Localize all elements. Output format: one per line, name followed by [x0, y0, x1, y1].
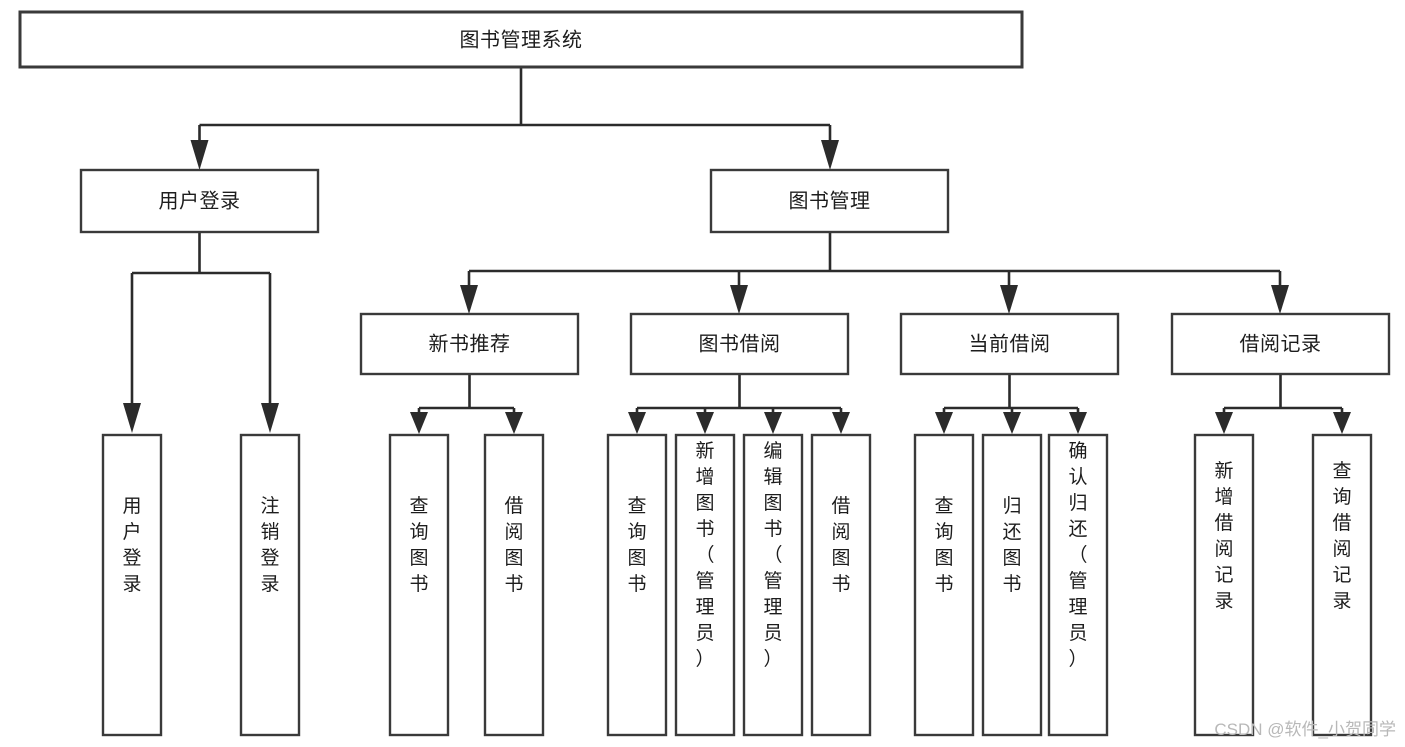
leaf-query-book-2[interactable]: 查询图书	[606, 433, 668, 737]
leaf-add-record-box[interactable]	[1193, 433, 1255, 737]
leaf-edit-book-label: 编辑图书（管理员）	[763, 440, 782, 670]
arrow-head-leaf-add-book	[696, 412, 714, 434]
leaf-borrow-book-2-box[interactable]	[810, 433, 872, 737]
leaf-borrow-book-1-box[interactable]	[483, 433, 545, 737]
node-user-login-label: 用户登录	[159, 189, 241, 212]
node-current-borrow[interactable]: 当前借阅	[899, 312, 1120, 376]
leaf-borrow-book-1-label: 借阅图书	[504, 495, 523, 595]
node-current-borrow-box[interactable]	[899, 312, 1120, 376]
leaf-query-book-3[interactable]: 查询图书	[913, 433, 975, 737]
leaf-return-book-label: 归还图书	[1002, 495, 1021, 595]
leaf-borrow-book-1[interactable]: 借阅图书	[483, 433, 545, 737]
node-new-book-recommend[interactable]: 新书推荐	[359, 312, 580, 376]
node-book-borrow-box[interactable]	[629, 312, 850, 376]
arrow-head-leaf-query-book-3	[935, 412, 953, 434]
leaf-query-record-box[interactable]	[1311, 433, 1373, 737]
node-user-login[interactable]: 用户登录	[79, 168, 320, 234]
arrow-head-book-borrow	[730, 285, 748, 314]
leaf-add-record[interactable]: 新增借阅记录	[1193, 433, 1255, 737]
node-new-book-recommend-box[interactable]	[359, 312, 580, 376]
leaf-confirm-return[interactable]: 确认归还（管理员）	[1047, 433, 1109, 737]
leaf-user-login-label: 用户登录	[122, 496, 141, 595]
leaf-edit-book-box[interactable]	[742, 433, 804, 737]
arrow-head-leaf-confirm-return	[1069, 412, 1087, 434]
arrow-head-leaf-edit-book	[764, 412, 782, 434]
node-borrow-record-label: 借阅记录	[1240, 332, 1322, 355]
node-book-management-box[interactable]	[709, 168, 950, 234]
leaf-query-book-1-label: 查询图书	[409, 495, 428, 595]
leaf-query-book-3-box[interactable]	[913, 433, 975, 737]
arrow-head-new-book-recommend	[460, 285, 478, 314]
leaf-query-book-1[interactable]: 查询图书	[388, 433, 450, 737]
node-current-borrow-label: 当前借阅	[969, 332, 1051, 355]
leaf-query-record-label: 查询借阅记录	[1332, 460, 1351, 612]
leaf-return-book-box[interactable]	[981, 433, 1043, 737]
arrow-head-borrow-record	[1271, 285, 1289, 314]
csdn-watermark: CSDN @软件_小贺同学	[1214, 720, 1396, 739]
leaf-add-book-label: 新增图书（管理员）	[695, 440, 714, 670]
node-root-box[interactable]	[18, 10, 1024, 69]
node-borrow-record[interactable]: 借阅记录	[1170, 312, 1391, 376]
arrow-head-leaf-user-login	[123, 403, 141, 433]
arrow-head-leaf-return-book	[1003, 412, 1021, 434]
leaf-user-login[interactable]: 用户登录	[101, 433, 163, 737]
node-book-borrow[interactable]: 图书借阅	[629, 312, 850, 376]
arrow-head-leaf-logout-login	[261, 403, 279, 433]
leaf-query-record[interactable]: 查询借阅记录	[1311, 433, 1373, 737]
leaf-logout-login-label: 注销登录	[260, 495, 279, 595]
leaf-query-book-2-box[interactable]	[606, 433, 668, 737]
node-root[interactable]: 图书管理系统	[18, 10, 1024, 69]
arrow-head-leaf-add-record	[1215, 412, 1233, 434]
leaf-logout-login[interactable]: 注销登录	[239, 433, 301, 737]
leaf-return-book[interactable]: 归还图书	[981, 433, 1043, 737]
arrow-head-leaf-query-book-2	[628, 412, 646, 434]
leaf-borrow-book-2-label: 借阅图书	[831, 495, 850, 595]
leaf-add-book[interactable]: 新增图书（管理员）	[674, 433, 736, 737]
node-new-book-recommend-label: 新书推荐	[429, 332, 511, 355]
arrow-head-leaf-borrow-book-2	[832, 412, 850, 434]
arrow-head-leaf-query-record	[1333, 412, 1351, 434]
leaf-query-book-2-label: 查询图书	[627, 495, 646, 595]
arrow-head-leaf-query-book-1	[410, 412, 428, 434]
arrow-head-user-login	[190, 140, 209, 170]
leaf-confirm-return-label: 确认归还（管理员）	[1068, 440, 1087, 670]
leaf-confirm-return-box[interactable]	[1047, 433, 1109, 737]
arrow-head-leaf-borrow-book-1	[505, 412, 523, 434]
leaf-edit-book[interactable]: 编辑图书（管理员）	[742, 433, 804, 737]
leaf-borrow-book-2[interactable]: 借阅图书	[810, 433, 872, 737]
arrow-head-book-management	[821, 140, 839, 170]
node-borrow-record-box[interactable]	[1170, 312, 1391, 376]
leaf-query-book-1-box[interactable]	[388, 433, 450, 737]
leaf-add-book-box[interactable]	[674, 433, 736, 737]
node-book-management[interactable]: 图书管理	[709, 168, 950, 234]
arrow-head-current-borrow	[1000, 285, 1018, 314]
leaf-query-book-3-label: 查询图书	[934, 495, 953, 595]
node-book-management-label: 图书管理	[789, 189, 871, 212]
node-root-label: 图书管理系统	[460, 28, 583, 51]
connector-layer	[123, 67, 1351, 434]
node-user-login-box[interactable]	[79, 168, 320, 234]
leaf-add-record-label: 新增借阅记录	[1214, 460, 1233, 612]
leaf-logout-login-box[interactable]	[239, 433, 301, 737]
node-book-borrow-label: 图书借阅	[699, 332, 781, 355]
leaf-user-login-box[interactable]	[101, 433, 163, 737]
